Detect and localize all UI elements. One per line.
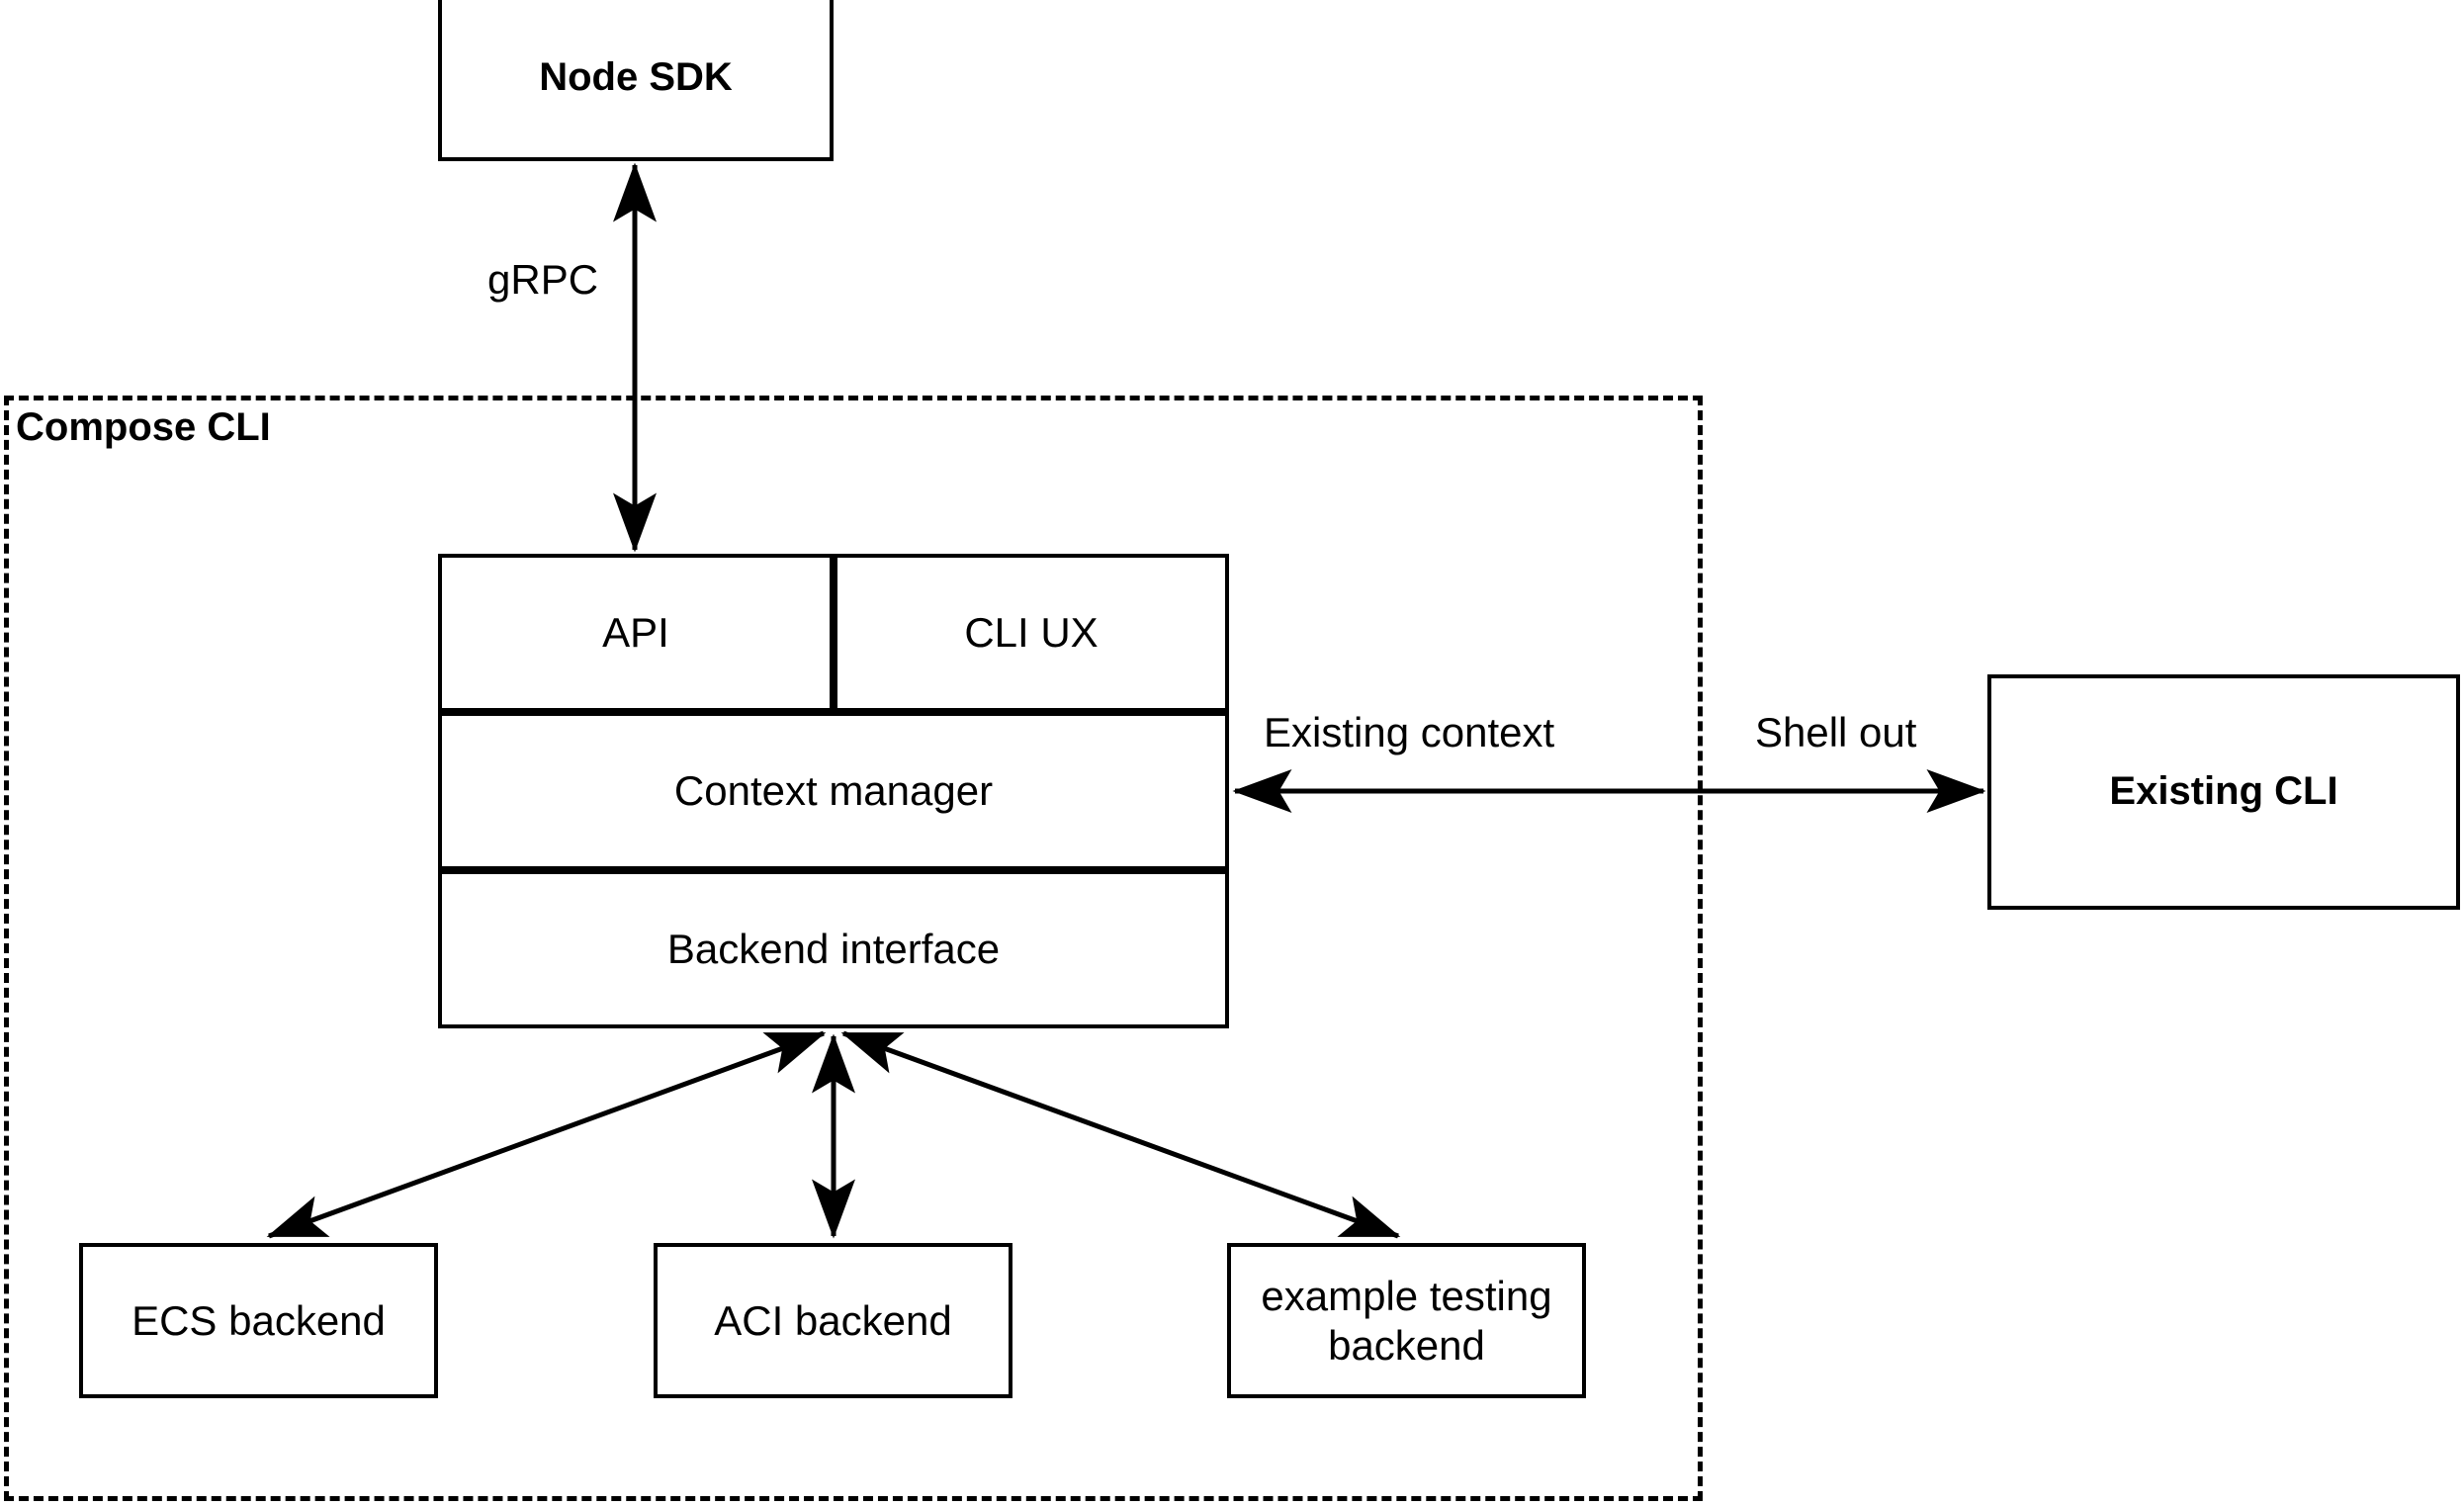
node-backend-interface-label: Backend interface [666,926,1001,973]
node-api-label: API [602,609,669,657]
node-aci-backend[interactable]: ACI backend [654,1243,1012,1398]
node-context-manager-label: Context manager [673,767,994,815]
edge-to-example-line [840,1030,1401,1239]
node-example-testing-backend-line1: example testing [1261,1272,1552,1319]
node-api[interactable]: API [438,554,834,712]
node-example-testing-backend-line2: backend [1328,1321,1485,1369]
edge-to-ecs-line [266,1030,827,1239]
node-ecs-backend[interactable]: ECS backend [79,1243,438,1398]
node-ecs-backend-label: ECS backend [132,1296,386,1344]
edge-label-shell-out: Shell out [1755,709,1917,755]
node-node-sdk[interactable]: Node SDK [438,0,834,161]
node-aci-backend-label: ACI backend [714,1296,952,1344]
node-node-sdk-label: Node SDK [539,54,733,99]
edge-label-existing-context: Existing context [1264,709,1555,755]
node-context-manager[interactable]: Context manager [438,712,1229,870]
group-compose-cli-label: Compose CLI [16,405,271,449]
node-existing-cli-label: Existing CLI [2109,769,2338,814]
node-cli-ux-label: CLI UX [964,609,1099,657]
edge-label-grpc: gRPC [487,256,599,303]
node-cli-ux[interactable]: CLI UX [834,554,1229,712]
node-existing-cli[interactable]: Existing CLI [1987,674,2460,910]
node-example-testing-backend[interactable]: example testing backend [1227,1243,1586,1398]
group-compose-cli [4,396,1703,1501]
node-example-testing-backend-label: example testing backend [1251,1272,1561,1370]
node-backend-interface[interactable]: Backend interface [438,870,1229,1028]
